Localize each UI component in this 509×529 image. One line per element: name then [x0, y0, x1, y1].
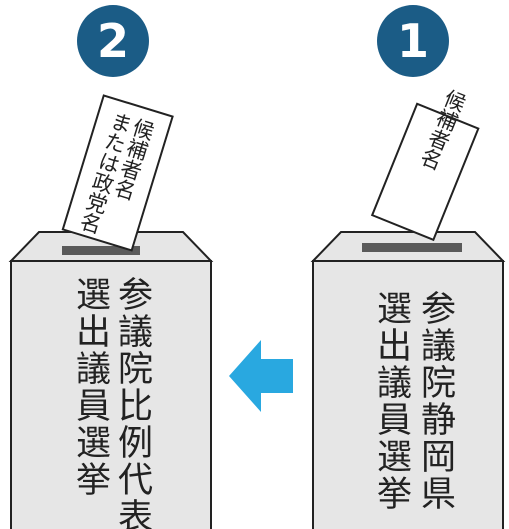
- step-2-group: 2 候補者名 または政党名 参議院比例代表 選出議員選挙: [8, 5, 214, 529]
- step-1-badge-icon: 1: [377, 5, 449, 77]
- step-1-number: 1: [397, 14, 429, 68]
- ballot-box-right-line-1: 参議院静岡県: [415, 290, 455, 512]
- step-2-badge-icon: 2: [77, 5, 149, 77]
- step-2-number: 2: [97, 14, 129, 68]
- ballot-box-right-front: [312, 260, 504, 529]
- ballot-slot-left: [62, 246, 140, 255]
- ballot-paper-left-icon: 候補者名 または政党名: [61, 94, 174, 252]
- arrow-left-icon: [229, 340, 293, 412]
- ballot-box-right-line-2: 選出議員選挙: [371, 290, 411, 512]
- ballot-box-right-icon: [310, 231, 506, 262]
- ballot-paper-right-icon: 候補者名: [370, 86, 480, 242]
- step-1-group: 1 候補者名 参議院静岡県 選出議員選挙: [310, 5, 506, 529]
- ballot-box-left-line-1: 参議院比例代表: [112, 276, 153, 529]
- ballot-box-left-line-2: 選出議員選挙: [70, 276, 110, 498]
- ballot-box-left-front: [10, 260, 212, 529]
- ballot-slot-right: [362, 243, 462, 252]
